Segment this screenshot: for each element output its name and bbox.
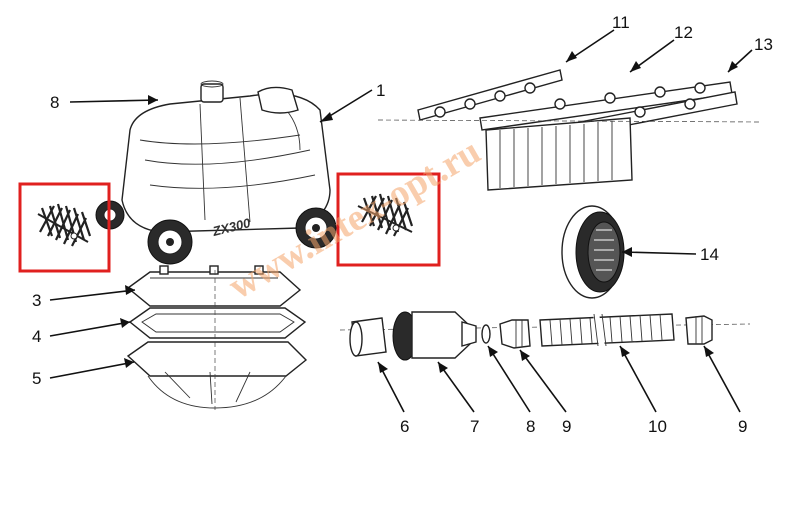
callout-14: 14 bbox=[700, 245, 719, 264]
part-6-cap bbox=[349, 317, 387, 357]
part-10-hose bbox=[539, 313, 675, 347]
part-8-oring bbox=[481, 324, 491, 344]
float-cap-part-14 bbox=[561, 205, 625, 299]
callout-1: 1 bbox=[376, 81, 385, 100]
brush-right-highlighted bbox=[336, 172, 441, 267]
callout-7: 7 bbox=[470, 417, 479, 436]
callout-10: 10 bbox=[648, 417, 667, 436]
callout-labels: 1 8 11 12 13 14 3 4 5 6 7 8 9 10 9 bbox=[32, 13, 773, 436]
leader-arrows bbox=[49, 29, 753, 413]
callout-12: 12 bbox=[674, 23, 693, 42]
callout-8-bottom: 8 bbox=[526, 417, 535, 436]
part-9-connector-right bbox=[685, 315, 713, 345]
callout-4: 4 bbox=[32, 327, 41, 346]
hose-assembly bbox=[339, 311, 751, 361]
skirt-and-brush-holders bbox=[377, 69, 761, 191]
wheel-left-front bbox=[147, 219, 193, 265]
callout-5: 5 bbox=[32, 369, 41, 388]
brush-left-highlighted bbox=[18, 182, 111, 273]
callout-8-top: 8 bbox=[50, 93, 59, 112]
callout-11: 11 bbox=[612, 13, 630, 32]
filter-tray-part-5 bbox=[126, 341, 308, 409]
part-9-connector-left bbox=[499, 319, 531, 349]
callout-3: 3 bbox=[32, 291, 41, 310]
filter-cover-part-3 bbox=[126, 265, 302, 307]
callout-9-left: 9 bbox=[562, 417, 571, 436]
callout-13: 13 bbox=[754, 35, 773, 54]
callout-9-right: 9 bbox=[738, 417, 747, 436]
filter-frame-part-4 bbox=[128, 307, 307, 339]
part-7-swivel bbox=[392, 311, 477, 361]
callout-6: 6 bbox=[400, 417, 409, 436]
wheel-right-front bbox=[295, 207, 337, 249]
